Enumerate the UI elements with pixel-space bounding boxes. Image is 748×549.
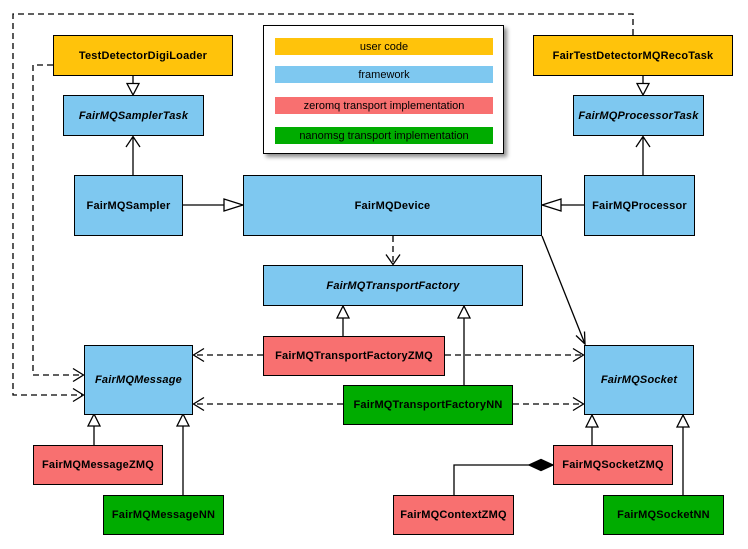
edge-socketnn-extends-socket (675, 413, 691, 495)
class-box-fairmqsocketnn: FairMQSocketNN (603, 495, 724, 535)
class-label: FairMQContextZMQ (400, 509, 507, 521)
class-label: FairMQMessageZMQ (41, 459, 154, 471)
edge-recotask-depends-message (12, 13, 634, 403)
edge-recotask-extends-processortask (635, 76, 651, 97)
edge-messagenn-extends-message (175, 412, 191, 495)
class-label: FairMQTransportFactoryZMQ (275, 350, 433, 362)
legend: user code framework zeromq transport imp… (263, 25, 504, 154)
class-label: FairMQMessageNN (111, 509, 216, 521)
class-label: FairMQSamplerTask (78, 109, 189, 122)
class-box-fairmqsocketzmq: FairMQSocketZMQ (553, 445, 673, 485)
legend-label: framework (358, 68, 410, 81)
class-box-testdetectordigiloader: TestDetectorDigiLoader (53, 35, 233, 76)
legend-label: zeromq transport implementation (303, 99, 465, 112)
class-label: FairMQTransportFactoryNN (353, 399, 503, 411)
edge-digiloader-depends-message (32, 64, 85, 383)
class-label: FairMQDevice (354, 199, 431, 212)
class-box-fairmqtransportfactory: FairMQTransportFactory (263, 265, 523, 306)
class-label: FairMQProcessor (592, 199, 687, 212)
class-box-fairmqmessage: FairMQMessage (84, 345, 193, 415)
legend-item-user-code: user code (275, 38, 493, 55)
class-box-fairmqprocessor: FairMQProcessor (584, 175, 695, 236)
edge-messagezmq-extends-message (86, 412, 102, 445)
legend-item-framework: framework (275, 66, 493, 83)
class-box-fairmqsamplertask: FairMQSamplerTask (63, 95, 204, 136)
edge-sampler-uses-samplertask (125, 135, 141, 175)
edge-transportfactoryzmq-depends-message (192, 347, 263, 363)
class-box-fairmqtransportfactorynn: FairMQTransportFactoryNN (343, 385, 513, 425)
class-box-fairmqdevice: FairMQDevice (243, 175, 542, 236)
class-box-fairmqmessagezmq: FairMQMessageZMQ (33, 445, 163, 485)
legend-item-nanomsg: nanomsg transport implementation (275, 127, 493, 144)
edge-processor-uses-processortask (635, 135, 651, 175)
edge-device-depends-transportfactory (385, 236, 401, 266)
class-box-fairmqcontextzmq: FairMQContextZMQ (393, 495, 514, 535)
class-label: FairMQMessage (95, 374, 182, 386)
edge-transportfactorynn-extends-transportfactory (456, 304, 472, 385)
class-label: FairMQSocketNN (617, 509, 710, 521)
class-box-fairmqsampler: FairMQSampler (74, 175, 183, 236)
class-label: FairTestDetectorMQRecoTask (552, 49, 714, 62)
edge-device-uses-socket (541, 235, 586, 346)
class-label: FairMQSocket (600, 374, 678, 386)
edge-transportfactorynn-depends-message (192, 396, 343, 412)
legend-item-zeromq: zeromq transport implementation (275, 97, 493, 114)
edge-transportfactorynn-depends-socket (513, 396, 585, 412)
edge-socketzmq-composes-contextzmq (453, 458, 555, 495)
class-label: FairMQTransportFactory (326, 279, 460, 292)
class-box-fairtestdetectormqrecotask: FairTestDetectorMQRecoTask (533, 35, 733, 76)
class-box-fairmqmessagenn: FairMQMessageNN (103, 495, 224, 535)
class-box-fairmqtransportfactoryzmq: FairMQTransportFactoryZMQ (263, 336, 445, 376)
edge-digiloader-extends-samplertask (125, 76, 141, 97)
class-box-fairmqsocket: FairMQSocket (584, 345, 694, 415)
edge-sampler-extends-device (183, 198, 246, 212)
legend-label: nanomsg transport implementation (299, 129, 469, 142)
class-box-fairmqprocessortask: FairMQProcessorTask (573, 95, 704, 136)
legend-label: user code (359, 40, 409, 53)
class-label: FairMQProcessorTask (578, 109, 699, 122)
edge-processor-extends-device (539, 198, 584, 212)
class-label: FairMQSampler (86, 199, 171, 212)
edge-transportfactoryzmq-extends-transportfactory (335, 304, 351, 336)
edge-socketzmq-extends-socket (584, 413, 600, 445)
edge-transportfactoryzmq-depends-socket (445, 347, 585, 363)
class-label: FairMQSocketZMQ (562, 459, 664, 471)
class-label: TestDetectorDigiLoader (78, 49, 208, 62)
